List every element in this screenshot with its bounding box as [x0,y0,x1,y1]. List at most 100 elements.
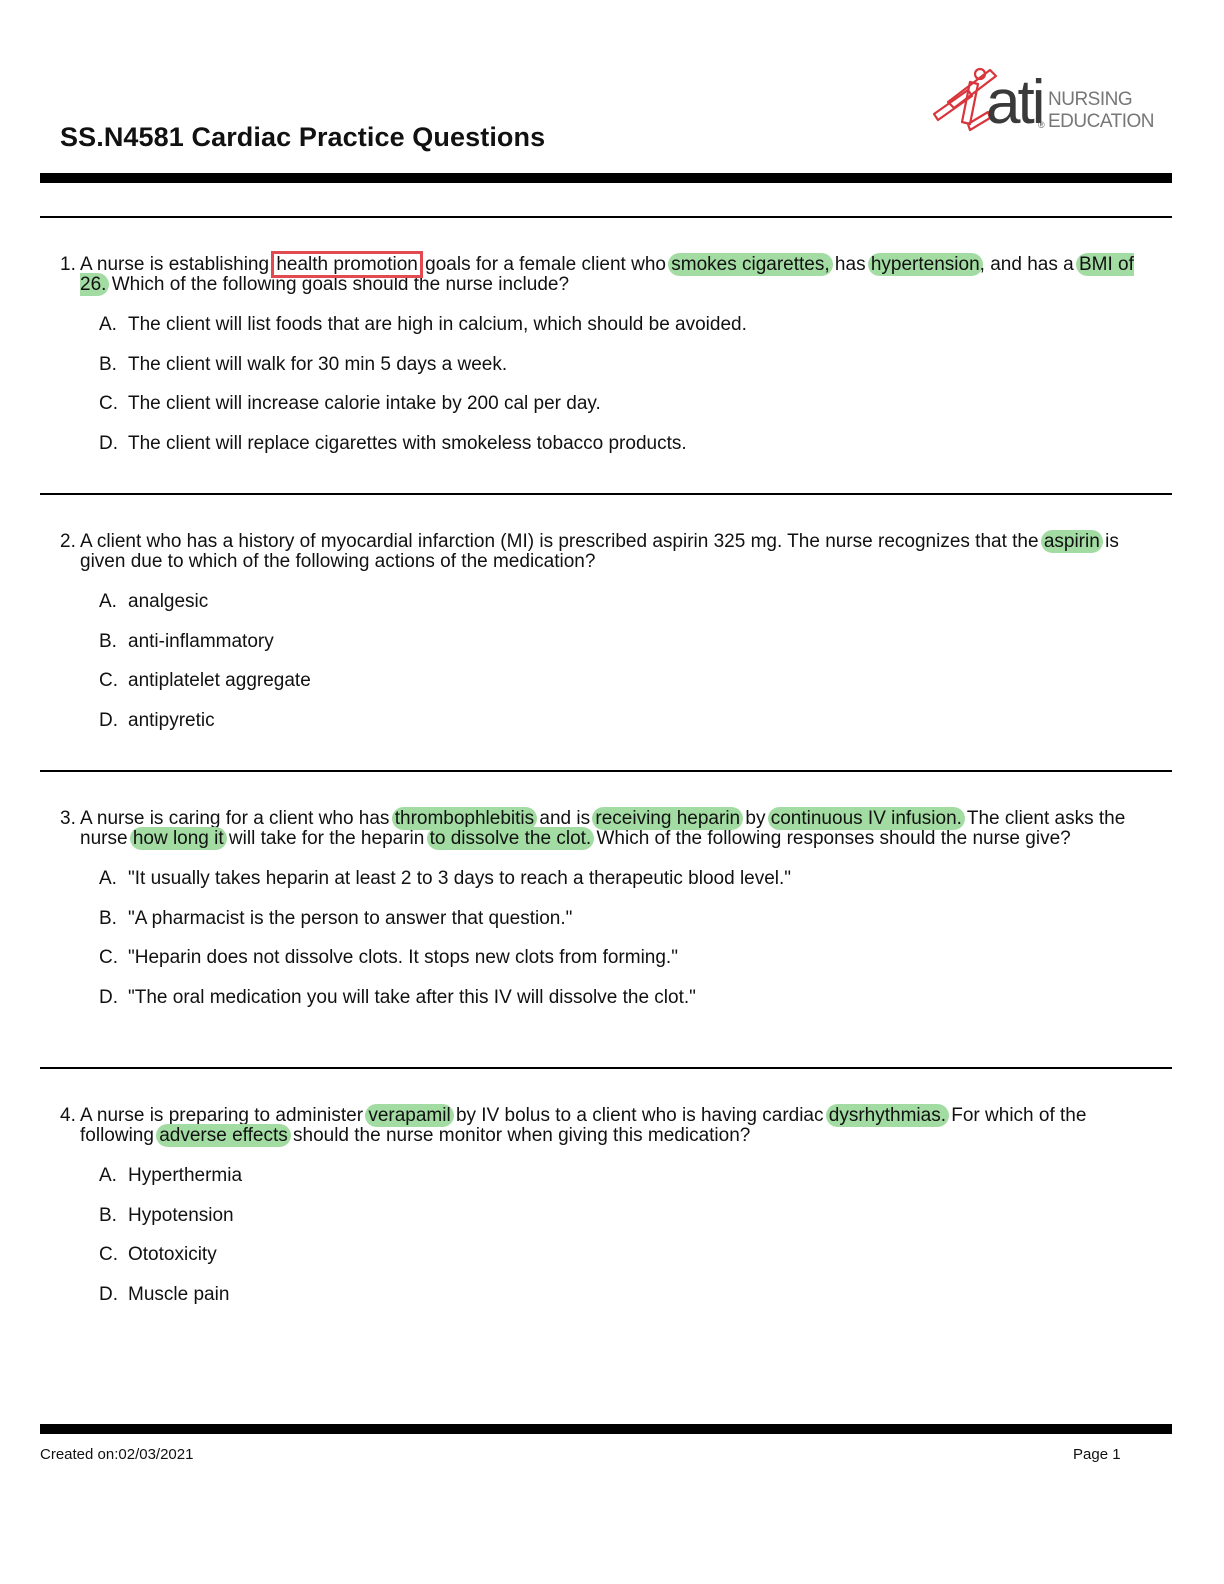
stem-text: goals for a female client who [419,254,672,275]
option-text: "A pharmacist is the person to answer th… [128,907,573,929]
answer-options: A."It usually takes heparin at least 2 t… [60,869,1140,1027]
logo-line-nursing: NURSING [1048,89,1133,110]
stem-text: is given due to which of the following a… [80,531,1119,572]
option-letter-wrap: C. [99,1245,128,1265]
answer-option: B."A pharmacist is the person to answer … [99,907,1140,949]
highlighted-phrase: adverse effects [156,1124,291,1147]
answer-option: C. "Heparin does not dissolve clots. It s… [91,942,1140,988]
highlighted-phrase: hypertension [867,253,983,276]
option-letter-wrap: A. [99,592,128,612]
page-title: SS.N4581 Cardiac Practice Questions [60,122,546,152]
boxed-phrase: health promotion [271,251,423,278]
answer-option: D. Muscle pain [99,1283,1140,1325]
question-number: 1. [60,254,76,275]
highlighted-phrase: aspirin [1040,530,1103,553]
question-2: 2.A client who has a history of myocardi… [60,530,1140,750]
stem-text: by IV bolus to a client who is having ca… [450,1105,829,1126]
stem-text: For which of the following [80,1105,1087,1146]
option-text: antipyretic [128,709,215,731]
question-3: 3.A nurse is caring for a client who has… [60,807,1140,1027]
stem-text: A nurse is caring for a client who has [80,808,395,829]
option-text: The client will walk for 30 min 5 days a… [128,353,508,375]
highlighted-phrase: verapamil [365,1104,454,1127]
option-letter-wrap: D. [99,1283,128,1305]
selected-answer-marker: B. [91,348,128,381]
option-letter: D. [99,709,118,731]
ati-nursing-education-logo: ati ® NURSING EDUCATION [928,62,1154,142]
question-stem: 3.A nurse is caring for a client who has… [60,807,1140,850]
answer-options: A. The client will list foods that are hi… [60,315,1140,473]
stem-text: by [740,808,771,829]
answer-option: D. antipyretic [99,709,1140,751]
answer-option: D. "The oral medication you will take aft… [99,986,1140,1028]
logo-brand: ati [986,68,1046,137]
page-number: Page 1 [1073,1446,1121,1463]
option-letter: D. [99,1283,118,1305]
selected-answer-marker: C. [91,665,128,697]
option-text: anti-inflammatory [128,630,274,652]
answer-option: C. Ototoxicity [99,1245,1140,1285]
question-number: 3. [60,808,76,829]
stem-text: , and has a [979,254,1079,275]
question-1: 1.A nurse is establishing health promoti… [60,251,1140,473]
option-letter: C. [99,947,118,968]
logo-line-education: EDUCATION [1048,111,1154,132]
option-letter-wrap: A. [99,869,128,889]
option-letter-wrap: B. [99,908,128,929]
option-letter-wrap: B. [99,630,128,652]
highlighted-phrase: to dissolve the clot. [426,827,595,850]
footer-divider-thick [40,1424,1172,1434]
option-letter: A. [99,591,117,612]
option-letter: B. [99,630,117,652]
divider [40,770,1172,772]
option-letter: A. [99,868,117,889]
option-letter-wrap: C. [99,394,128,414]
option-text: "The oral medication you will take after… [128,986,696,1008]
option-letter: C. [99,670,118,691]
option-text: Hypotension [128,1204,234,1226]
stem-text: Which of the following goals should the … [106,274,570,295]
option-text: The client will increase calorie intake … [128,393,601,414]
stem-text: has [829,254,871,275]
highlighted-phrase: dysrhythmias. [825,1104,949,1127]
option-letter-wrap: D. [99,709,128,731]
answer-option: B.Hypotension [91,1199,1140,1246]
option-letter-wrap: D. [99,986,128,1008]
option-letter-wrap: A. [99,1166,128,1186]
question-number: 2. [60,531,76,552]
selected-answer-marker: B. [91,1199,128,1232]
option-text: Ototoxicity [128,1244,217,1265]
highlighted-phrase: how long it [129,827,227,850]
option-text: "Heparin does not dissolve clots. It sto… [128,947,678,968]
option-text: Hyperthermia [128,1165,243,1186]
answer-option: A. analgesic [99,592,1140,632]
answer-option: D.The client will replace cigarettes wit… [99,432,1140,474]
option-letter: B. [99,353,117,375]
question-stem: 2.A client who has a history of myocardi… [60,530,1140,572]
highlighted-phrase: thrombophlebitis [391,807,538,830]
stem-text: A nurse is establishing [80,254,275,275]
ribbon-figure-icon [932,67,998,132]
option-letter: D. [99,986,118,1008]
option-letter: A. [99,1165,117,1186]
option-text: The client will replace cigarettes with … [128,432,687,454]
highlighted-phrase: receiving heparin [592,807,744,830]
option-text: analgesic [128,591,209,612]
answer-option: A."It usually takes heparin at least 2 t… [99,869,1140,909]
option-text: Muscle pain [128,1283,230,1305]
selected-answer-marker: C. [91,942,128,974]
option-letter-wrap: A. [99,315,128,335]
divider [40,1067,1172,1069]
divider [40,216,1172,218]
header-divider-thick [40,173,1172,183]
option-text: antiplatelet aggregate [128,670,311,691]
option-letter: C. [99,1244,118,1265]
answer-option: C.The client will increase calorie intak… [99,394,1140,434]
question-4: 4.A nurse is preparing to administer ver… [60,1104,1140,1325]
answer-option: C. antiplatelet aggregate [91,665,1140,711]
question-stem: 4.A nurse is preparing to administer ver… [60,1104,1140,1147]
option-text: The client will list foods that are high… [128,314,747,335]
option-letter: A. [99,314,117,335]
answer-option: B. The client will walk for 30 min 5 days… [91,348,1140,395]
